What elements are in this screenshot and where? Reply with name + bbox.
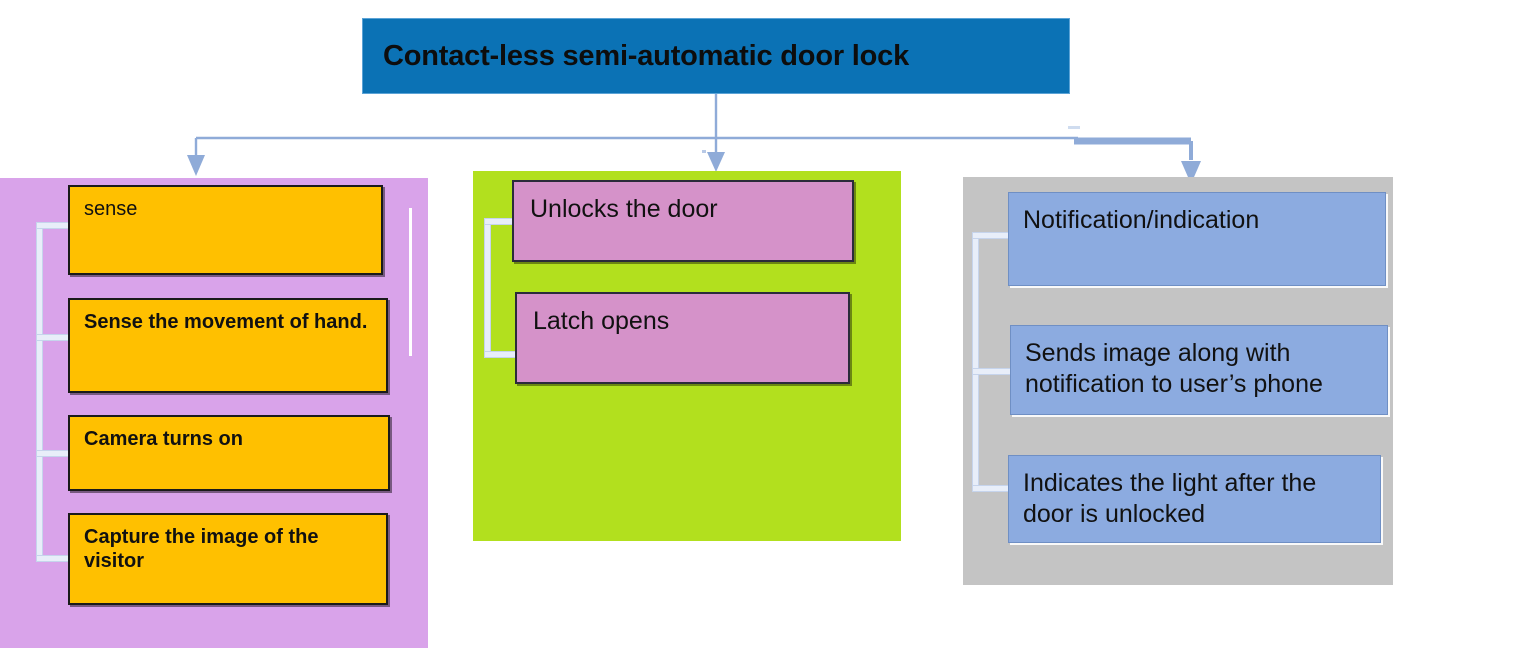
diagram-title-box: Contact-less semi-automatic door lock [362,18,1070,94]
node-sense-movement-of-hand[interactable]: Sense the movement of hand. [68,298,388,393]
node-camera-turns-on[interactable]: Camera turns on [68,415,390,491]
diagram-title-text: Contact-less semi-automatic door lock [383,39,909,72]
node-sense[interactable]: sense [68,185,383,275]
arrow-head-left [187,155,205,176]
artifact-line-sense-panel [409,208,412,356]
arrow-head-middle [707,152,725,172]
node-label: Notification/indication [1023,206,1260,234]
node-label: Latch opens [533,307,670,335]
node-unlocks-the-door[interactable]: Unlocks the door [512,180,854,262]
node-label: sense [84,198,138,220]
node-label: Unlocks the door [530,195,718,223]
node-capture-image-of-visitor[interactable]: Capture the image of the visitor [68,513,388,605]
node-label: Camera turns on [84,428,243,450]
node-sends-image-notification[interactable]: Sends image along with notification to u… [1010,325,1388,415]
node-label: Sends image along with notification to u… [1025,339,1323,398]
node-indicates-light-after-unlock[interactable]: Indicates the light after the door is un… [1008,455,1381,543]
connector-tick-right [1068,126,1080,129]
node-label: Indicates the light after the door is un… [1023,469,1317,528]
node-label: Capture the image of the visitor [84,526,319,573]
node-notification-indication[interactable]: Notification/indication [1008,192,1386,286]
node-latch-opens[interactable]: Latch opens [515,292,850,384]
connector-tick-middle [702,150,706,153]
node-label: Sense the movement of hand. [84,311,368,333]
